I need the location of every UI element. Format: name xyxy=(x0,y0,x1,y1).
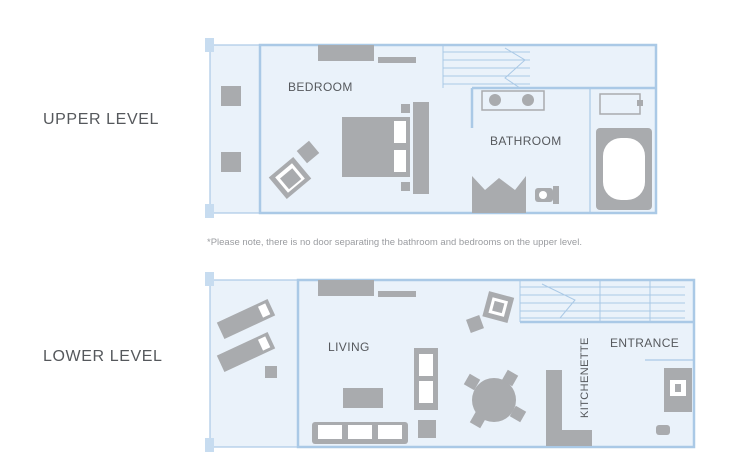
room-label-entrance: ENTRANCE xyxy=(610,336,679,350)
balcony-stool xyxy=(221,152,241,172)
living-armchair xyxy=(482,291,515,323)
nightstand xyxy=(401,104,410,113)
side-table xyxy=(418,420,436,438)
upper-stairs xyxy=(442,45,530,89)
living-sofa xyxy=(312,422,408,444)
bedroom-bed xyxy=(342,102,429,194)
room-label-bathroom: BATHROOM xyxy=(490,134,562,148)
lower-stairs xyxy=(519,280,685,322)
coffee-table xyxy=(343,388,383,408)
upper-walls xyxy=(258,43,658,215)
nightstand xyxy=(401,182,410,191)
upper-level-plan: BEDROOM BATHROOM xyxy=(205,38,658,218)
entrance-fixtures xyxy=(656,368,692,435)
tv-console xyxy=(318,280,374,296)
lower-level-plan: LIVING ENTRANCE KITCHENETTE xyxy=(205,272,696,452)
living-ottoman xyxy=(466,315,484,333)
room-label-kitchenette: KITCHENETTE xyxy=(579,337,591,418)
lounge-chair xyxy=(216,332,276,372)
bed-headboard xyxy=(413,102,429,194)
bedroom-shelf xyxy=(378,57,416,63)
floor-plan-note: *Please note, there is no door separatin… xyxy=(207,237,582,248)
bedroom-ottoman xyxy=(296,140,320,164)
lower-level-label: LOWER LEVEL xyxy=(43,348,163,365)
upper-level-label: UPPER LEVEL xyxy=(43,111,159,128)
bathroom-fixtures xyxy=(472,90,652,213)
upper-balcony xyxy=(205,38,261,218)
kitchenette-counter xyxy=(546,370,592,446)
lower-walls xyxy=(296,278,696,449)
living-chaise xyxy=(414,348,438,410)
lower-patio xyxy=(205,272,299,452)
lounge-chair xyxy=(216,299,276,339)
patio-side-table xyxy=(265,366,277,378)
balcony-stool xyxy=(221,86,241,106)
bedroom-dresser xyxy=(318,45,374,61)
room-label-bedroom: BEDROOM xyxy=(288,80,353,94)
living-shelf xyxy=(378,291,416,297)
dining-set xyxy=(463,369,527,429)
bedroom-armchair xyxy=(268,156,312,200)
room-label-living: LIVING xyxy=(328,340,370,354)
